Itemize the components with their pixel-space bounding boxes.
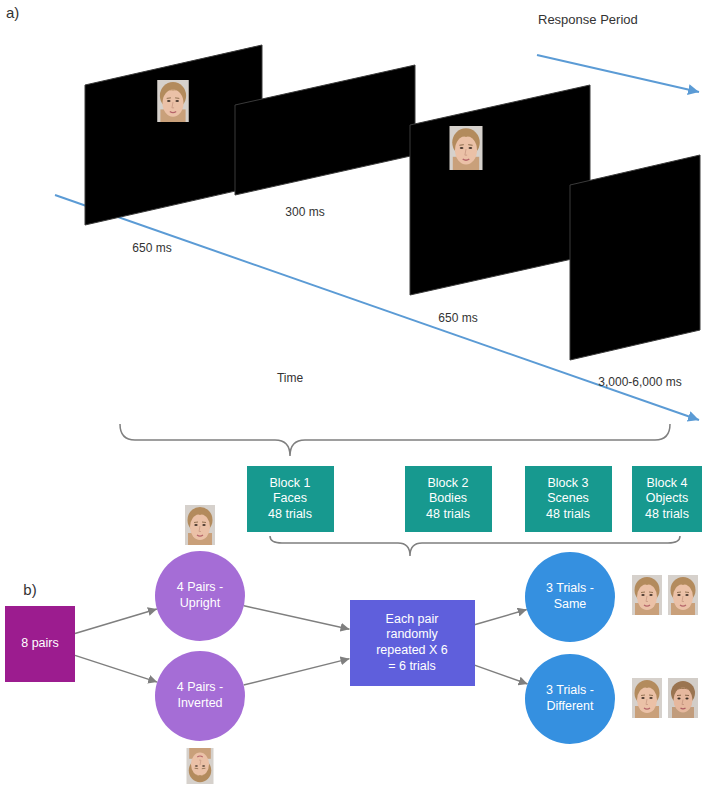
orientation-circle: 4 Pairs - Upright	[155, 551, 245, 641]
response-arrow	[537, 55, 699, 92]
block-box: Block 1Faces48 trials	[247, 466, 334, 532]
trial-circle: 3 Trials - Different	[525, 654, 615, 744]
circle-fill	[155, 551, 245, 641]
process-box: Each pair randomly repeated X 6 = 6 tria…	[350, 600, 475, 686]
node-text: Block 4	[647, 476, 688, 492]
arrow-connector	[244, 659, 350, 685]
block-box: Block 4Objects48 trials	[632, 466, 702, 532]
screen	[410, 85, 590, 295]
block-box: Block 2Bodies48 trials	[405, 466, 492, 532]
node-text: Block 2	[428, 476, 469, 492]
node-text: 3 Trials - Different	[534, 683, 606, 714]
caption-label: 300 ms	[285, 205, 324, 219]
block-box: Block 3Scenes48 trials	[525, 466, 612, 532]
node-text: Block 1	[270, 476, 311, 492]
face-photo	[632, 575, 662, 615]
face-photo	[668, 678, 698, 718]
pairs-box: 8 pairs	[5, 606, 75, 682]
arrow-connector	[475, 610, 527, 625]
caption-label: a)	[6, 4, 19, 22]
face-photo	[450, 126, 483, 170]
node-text: Scenes	[547, 491, 589, 507]
caption-label: b)	[23, 581, 36, 599]
node-text: 48 trials	[268, 507, 312, 523]
trial-circle: 3 Trials - Same	[525, 552, 615, 642]
brace	[270, 536, 680, 556]
circle-fill	[525, 552, 615, 642]
caption-label: Response Period	[538, 12, 638, 28]
circle-fill	[525, 654, 615, 744]
arrow-connector	[244, 606, 350, 629]
arrow-connector	[75, 655, 157, 682]
node-text: Bodies	[429, 491, 467, 507]
node-text: 48 trials	[426, 507, 470, 523]
face-photo	[157, 80, 189, 122]
caption-label: 650 ms	[438, 311, 477, 325]
caption-label: 3,000-6,000 ms	[598, 375, 681, 389]
node-text: 48 trials	[645, 507, 689, 523]
face-photo	[632, 678, 662, 718]
circle-fill	[155, 651, 245, 741]
node-text: 48 trials	[546, 507, 590, 523]
arrow-connector	[475, 665, 528, 684]
caption-label: Time	[277, 371, 303, 385]
node-text: Faces	[273, 491, 307, 507]
node-text: 4 Pairs - Upright	[164, 580, 236, 611]
face-photo	[668, 575, 698, 615]
node-text: 4 Pairs - Inverted	[164, 680, 236, 711]
caption-label: 650 ms	[132, 241, 171, 255]
node-text: Each pair randomly repeated X 6 = 6 tria…	[373, 612, 451, 675]
node-text: Block 3	[548, 476, 589, 492]
screen	[570, 155, 700, 360]
inverted-face-photo	[187, 748, 214, 784]
brace	[120, 424, 670, 456]
orientation-circle: 4 Pairs - Inverted	[155, 651, 245, 741]
screen	[235, 65, 415, 195]
arrow-connector	[75, 609, 157, 634]
node-text: 8 pairs	[21, 636, 59, 652]
node-text: 3 Trials - Same	[534, 581, 606, 612]
node-text: Objects	[646, 491, 688, 507]
face-photo	[185, 505, 215, 545]
